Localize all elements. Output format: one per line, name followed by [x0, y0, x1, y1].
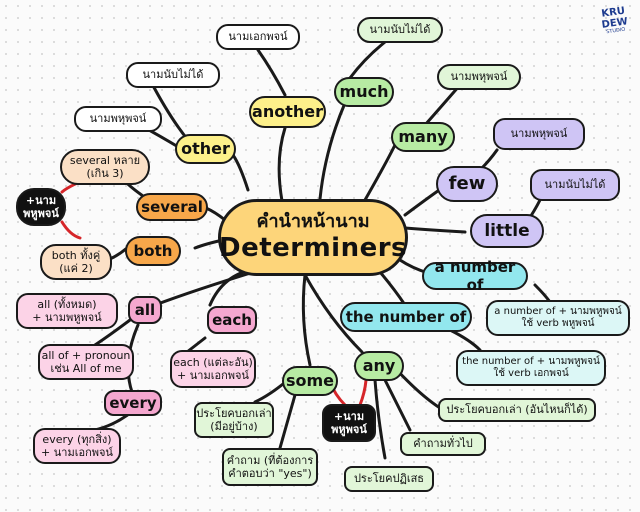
node-every: every [104, 390, 162, 416]
node-all: all [128, 296, 162, 324]
center-english-title: Determiners [218, 232, 408, 263]
def-several: several หลาย (เกิน 3) [60, 149, 150, 185]
note-some-question: คำถาม (ที่ต้องการ คำตอบว่า "yes") [222, 448, 318, 486]
def-each: each (แต่ละอัน) + นามเอกพจน์ [170, 350, 256, 388]
def-all-of-pronoun: all of + pronoun เช่น All of me [38, 344, 134, 380]
node-any: any [354, 351, 404, 381]
def-all: all (ทั้งหมด) + นามพหูพจน์ [16, 293, 118, 329]
note-some-affirmative: ประโยคบอกเล่า (มีอยู่บ้าง) [194, 402, 274, 438]
center-determiners: คำนำหน้านาม Determiners [218, 199, 408, 276]
note-any-affirmative: ประโยคบอกเล่า (อันไหนก็ได้) [438, 398, 596, 422]
node-other: other [175, 134, 236, 164]
note-other-uncountable: นามนับไม่ได้ [126, 62, 220, 88]
node-few: few [436, 166, 498, 202]
node-several: several [136, 193, 208, 221]
def-every: every (ทุกสิ่ง) + นามเอกพจน์ [33, 428, 121, 464]
badge-plural-noun-some-any: +นาม พหูพจน์ [322, 404, 376, 442]
node-both: both [125, 236, 181, 266]
note-much-uncountable: นามนับไม่ได้ [357, 17, 443, 43]
brand-logo: KRU DEW STUDIO [600, 5, 629, 36]
node-little: little [470, 214, 544, 248]
note-another-singular: นามเอกพจน์ [216, 24, 300, 50]
rule-the-number-of: the number of + นามพหูพจน์ ใช้ verb เอกพ… [456, 350, 606, 386]
def-both: both ทั้งคู่ (แค่ 2) [40, 244, 112, 280]
node-a-number-of: a number of [422, 258, 528, 294]
badge-plural-noun: +นาม พหูพจน์ [16, 188, 66, 226]
note-few-plural: นามพหุพจน์ [493, 118, 585, 150]
node-each: each [207, 306, 257, 334]
center-thai-title: คำนำหน้านาม [256, 211, 370, 233]
note-any-negative: ประโยคปฏิเสธ [344, 466, 434, 492]
rule-a-number-of: a number of + นามพหูพจน์ ใช้ verb พหูพจน… [486, 300, 630, 336]
node-much: much [334, 77, 394, 107]
node-many: many [391, 122, 455, 152]
note-little-uncountable: นามนับไม่ได้ [530, 169, 620, 201]
node-another: another [249, 96, 326, 128]
note-any-question: คำถามทั่วไป [400, 432, 486, 456]
node-some: some [282, 366, 338, 396]
node-the-number-of: the number of [340, 302, 472, 332]
note-many-plural: นามพหุพจน์ [437, 64, 521, 90]
note-other-plural: นามพหุพจน์ [74, 106, 162, 132]
